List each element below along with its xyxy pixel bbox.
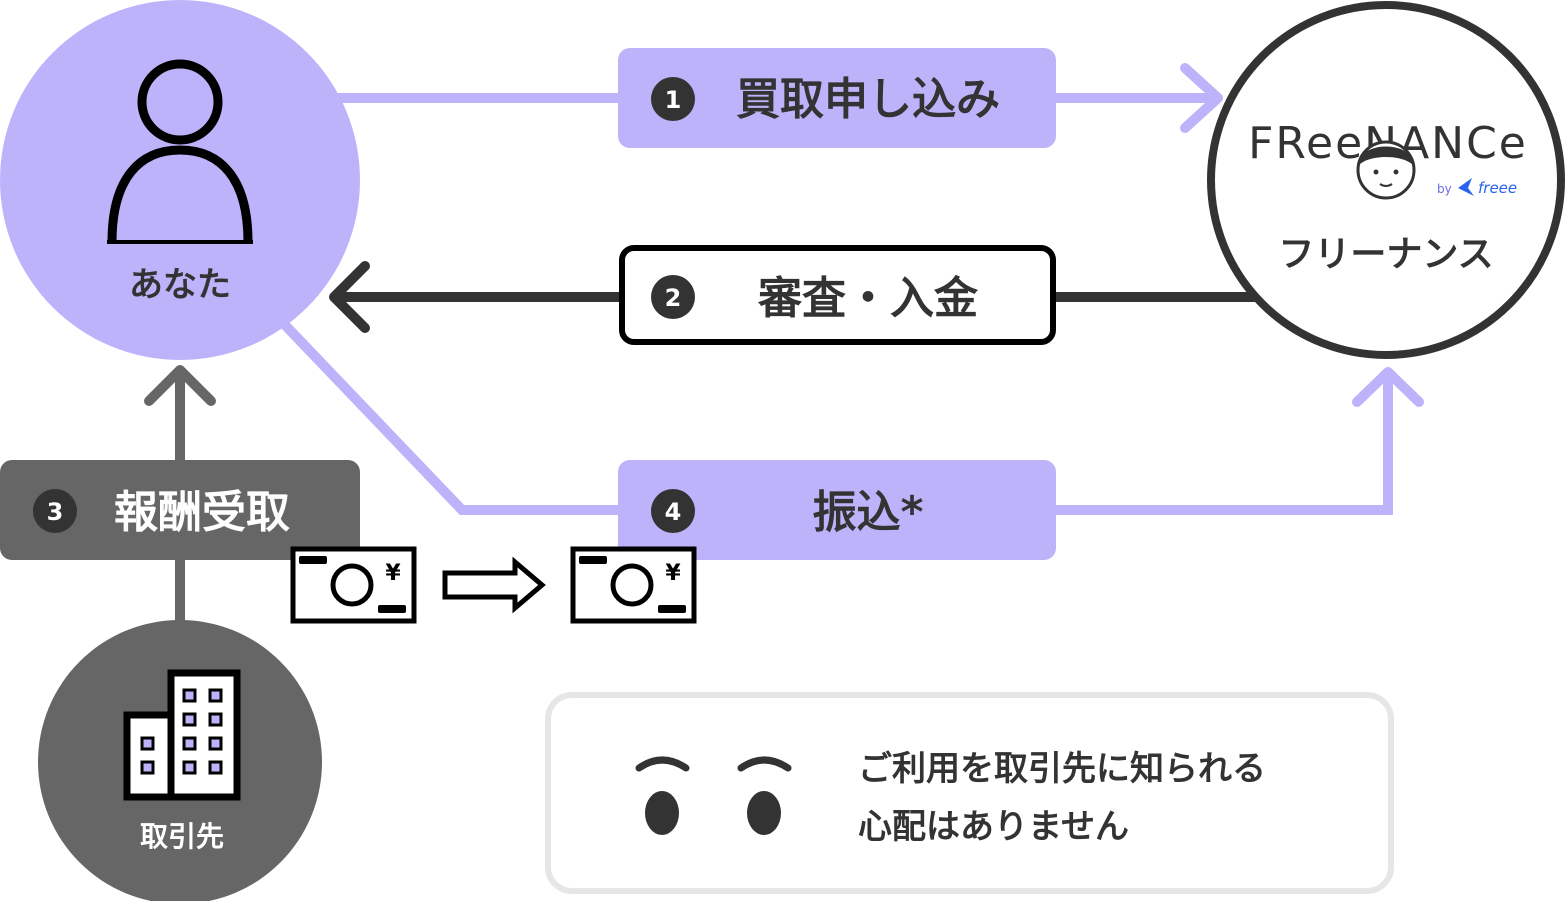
person-icon [107, 59, 253, 244]
step1-arrowhead [1180, 63, 1223, 133]
banknote-icon-right: ¥ [570, 546, 697, 624]
client-node: 取引先 [38, 620, 322, 901]
note-line2: 心配はありません [858, 807, 1129, 847]
step2-number: 2 [665, 284, 682, 312]
freenance-logo-sub: by [1437, 182, 1452, 196]
you-label: あなた [129, 265, 231, 305]
step4-number-badge [651, 489, 695, 533]
right-arrow-icon [442, 556, 546, 614]
step1-label: 買取申し込み [736, 74, 1000, 125]
step3-number-badge [33, 489, 77, 533]
note-box: ご利用を取引先に知られる 心配はありません [545, 692, 1394, 894]
step1-number: 1 [665, 86, 682, 114]
note-line1: ご利用を取引先に知られる [858, 749, 1266, 789]
you-node: あなた [0, 0, 360, 360]
step1-number-badge [651, 77, 695, 121]
step4-label: 振込* [812, 487, 923, 538]
freee-bird-icon [1458, 178, 1474, 196]
banknote-right-yen: ¥ [665, 561, 681, 586]
step2-pill: 2 審査・入金 [619, 245, 1056, 345]
freenance-logo-brand: freee [1478, 179, 1517, 197]
step4-pill: 4 振込* [618, 460, 1056, 560]
step4-number: 4 [665, 498, 682, 526]
step3-label: 報酬受取 [114, 487, 290, 538]
step4-arrowhead [1352, 367, 1424, 407]
freenance-mascot-face-icon [1356, 140, 1416, 200]
step3-arrowhead [144, 365, 216, 406]
step2-arrowhead [329, 261, 370, 333]
banknote-icon-left: ¥ [290, 546, 417, 624]
step3-pill: 3 報酬受取 [0, 460, 360, 560]
step1-pill: 1 買取申し込み [618, 48, 1056, 148]
office-building-icon [123, 669, 241, 801]
client-label: 取引先 [140, 820, 224, 853]
eyes-icon [635, 756, 792, 835]
step2-label: 審査・入金 [757, 273, 979, 324]
step3-number: 3 [47, 498, 64, 526]
freenance-label: フリーナンス [1278, 234, 1493, 275]
step2-number-badge [651, 275, 695, 319]
freenance-node: FReeNANCe by freee フリーナンス [1207, 1, 1565, 359]
banknote-left-yen: ¥ [385, 561, 401, 586]
